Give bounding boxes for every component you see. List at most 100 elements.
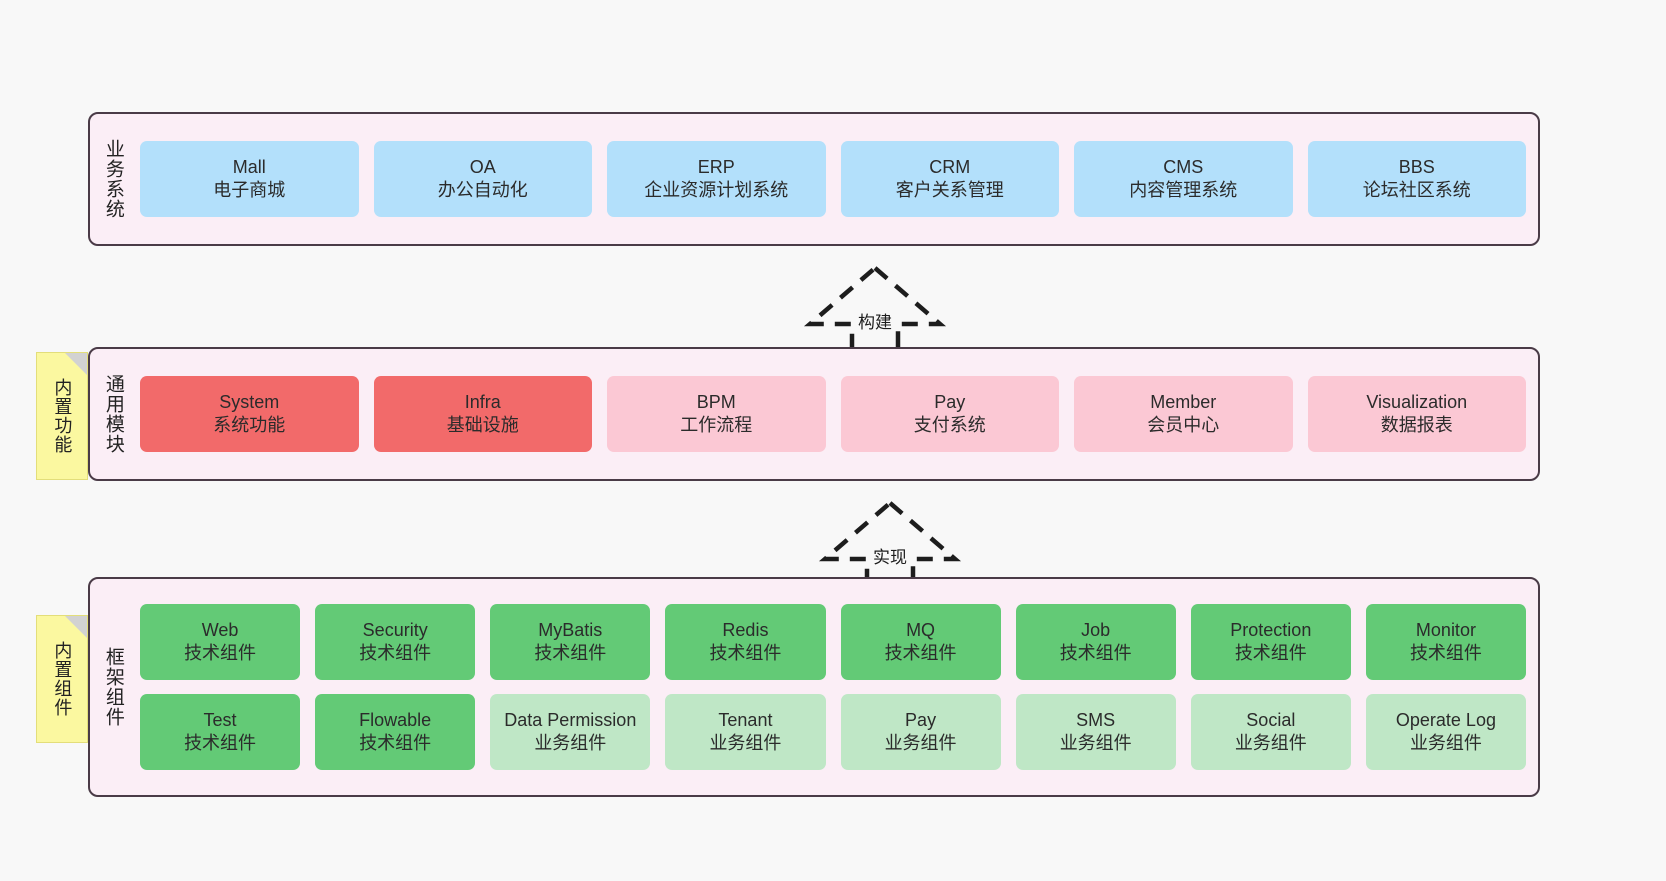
module-desc: 内容管理系统 xyxy=(1129,180,1238,200)
component-box-job[interactable]: Job 技术组件 xyxy=(1015,604,1176,680)
generalization-arrow-icon xyxy=(818,500,962,596)
module-box-oa[interactable]: OA 办公自动化 xyxy=(373,141,592,217)
module-desc: 电子商城 xyxy=(213,180,286,200)
component-desc: 技术组件 xyxy=(184,733,257,753)
module-name: Mall xyxy=(232,157,266,178)
component-box-mybatis[interactable]: MyBatis 技术组件 xyxy=(490,604,651,680)
module-name: System xyxy=(219,392,280,413)
component-box-tenant[interactable]: Tenant 业务组件 xyxy=(665,694,826,770)
module-desc: 工作流程 xyxy=(680,415,753,435)
module-desc: 论坛社区系统 xyxy=(1362,180,1471,200)
module-name: ERP xyxy=(697,157,735,178)
layer-common-module: 通用模块 System 系统功能 Infra 基础设施 BPM 工作流程 xyxy=(88,347,1540,481)
component-box-test[interactable]: Test 技术组件 xyxy=(140,694,301,770)
component-row-business: Test 技术组件 Flowable 技术组件 Data Permission … xyxy=(140,694,1526,770)
note-fold-icon xyxy=(65,616,87,638)
module-desc: 会员中心 xyxy=(1147,415,1220,435)
component-name: Security xyxy=(362,620,428,641)
component-desc: 技术组件 xyxy=(359,643,432,663)
module-row: System 系统功能 Infra 基础设施 BPM 工作流程 Pay 支付系统 xyxy=(140,376,1526,452)
module-name: Pay xyxy=(934,392,966,413)
module-desc: 支付系统 xyxy=(913,415,986,435)
component-desc: 技术组件 xyxy=(184,643,257,663)
component-box-protection[interactable]: Protection 技术组件 xyxy=(1190,604,1351,680)
module-box-visualization[interactable]: Visualization 数据报表 xyxy=(1307,376,1526,452)
module-name: Member xyxy=(1150,392,1217,413)
component-name: Tenant xyxy=(718,710,773,731)
component-box-flowable[interactable]: Flowable 技术组件 xyxy=(315,694,476,770)
layer-title-framework-component: 框架组件 xyxy=(102,647,124,727)
note-builtin-function: 内置功能 xyxy=(36,352,88,480)
component-name: MQ xyxy=(906,620,936,641)
module-box-erp[interactable]: ERP 企业资源计划系统 xyxy=(607,141,826,217)
component-name: Web xyxy=(201,620,239,641)
component-name: Monitor xyxy=(1415,620,1476,641)
component-desc: 业务组件 xyxy=(709,733,782,753)
module-desc: 办公自动化 xyxy=(437,180,528,200)
note-builtin-component: 内置组件 xyxy=(36,615,88,743)
component-desc: 业务组件 xyxy=(1234,733,1307,753)
generalization-arrow-icon xyxy=(803,265,947,361)
module-box-cms[interactable]: CMS 内容管理系统 xyxy=(1074,141,1293,217)
module-box-bbs[interactable]: BBS 论坛社区系统 xyxy=(1307,141,1526,217)
connector-label-implement: 实现 xyxy=(873,548,907,567)
module-box-crm[interactable]: CRM 客户关系管理 xyxy=(840,141,1059,217)
module-desc: 基础设施 xyxy=(446,415,519,435)
component-box-monitor[interactable]: Monitor 技术组件 xyxy=(1365,604,1526,680)
component-box-operate-log[interactable]: Operate Log 业务组件 xyxy=(1365,694,1526,770)
module-box-system[interactable]: System 系统功能 xyxy=(140,376,359,452)
module-name: Visualization xyxy=(1366,392,1468,413)
module-name: CMS xyxy=(1163,157,1204,178)
module-name: CRM xyxy=(929,157,971,178)
module-box-pay[interactable]: Pay 支付系统 xyxy=(840,376,1059,452)
component-box-social[interactable]: Social 业务组件 xyxy=(1190,694,1351,770)
component-name: Redis xyxy=(722,620,769,641)
component-name: Flowable xyxy=(359,710,432,731)
layer-body-business-system: Mall 电子商城 OA 办公自动化 ERP 企业资源计划系统 CRM 客户关系… xyxy=(136,114,1538,244)
layer-body-framework-component: Web 技术组件 Security 技术组件 MyBatis 技术组件 Redi… xyxy=(136,579,1538,795)
layer-rows-framework-component: Web 技术组件 Security 技术组件 MyBatis 技术组件 Redi… xyxy=(140,604,1526,770)
component-name: Operate Log xyxy=(1395,710,1496,731)
component-name: Job xyxy=(1081,620,1111,641)
component-desc: 业务组件 xyxy=(1409,733,1482,753)
layer-body-common-module: System 系统功能 Infra 基础设施 BPM 工作流程 Pay 支付系统 xyxy=(136,349,1538,479)
component-desc: 业务组件 xyxy=(1059,733,1132,753)
module-box-mall[interactable]: Mall 电子商城 xyxy=(140,141,359,217)
component-desc: 技术组件 xyxy=(1409,643,1482,663)
component-name: MyBatis xyxy=(538,620,603,641)
component-name: Social xyxy=(1246,710,1296,731)
module-box-infra[interactable]: Infra 基础设施 xyxy=(373,376,592,452)
component-desc: 技术组件 xyxy=(359,733,432,753)
note-fold-icon xyxy=(65,353,87,375)
component-box-data-permission[interactable]: Data Permission 业务组件 xyxy=(490,694,651,770)
layer-title-business-system: 业务系统 xyxy=(102,139,124,219)
component-desc: 技术组件 xyxy=(884,643,957,663)
connector-label-build: 构建 xyxy=(858,313,892,332)
module-name: Infra xyxy=(464,392,501,413)
layer-title-common-module: 通用模块 xyxy=(102,374,124,454)
component-desc: 业务组件 xyxy=(884,733,957,753)
component-row-technical: Web 技术组件 Security 技术组件 MyBatis 技术组件 Redi… xyxy=(140,604,1526,680)
module-desc: 企业资源计划系统 xyxy=(644,180,789,200)
module-box-member[interactable]: Member 会员中心 xyxy=(1074,376,1293,452)
component-box-sms[interactable]: SMS 业务组件 xyxy=(1015,694,1176,770)
module-desc: 系统功能 xyxy=(213,415,286,435)
layer-rows-business-system: Mall 电子商城 OA 办公自动化 ERP 企业资源计划系统 CRM 客户关系… xyxy=(140,141,1526,217)
component-name: Protection xyxy=(1230,620,1312,641)
module-row: Mall 电子商城 OA 办公自动化 ERP 企业资源计划系统 CRM 客户关系… xyxy=(140,141,1526,217)
component-name: Data Permission xyxy=(504,710,637,731)
note-label: 内置功能 xyxy=(52,378,73,454)
component-box-web[interactable]: Web 技术组件 xyxy=(140,604,301,680)
module-desc: 客户关系管理 xyxy=(895,180,1004,200)
note-label: 内置组件 xyxy=(52,641,73,717)
module-name: OA xyxy=(469,157,496,178)
component-box-redis[interactable]: Redis 技术组件 xyxy=(665,604,826,680)
component-box-mq[interactable]: MQ 技术组件 xyxy=(840,604,1001,680)
component-name: Pay xyxy=(905,710,937,731)
component-box-security[interactable]: Security 技术组件 xyxy=(315,604,476,680)
component-desc: 技术组件 xyxy=(709,643,782,663)
module-box-bpm[interactable]: BPM 工作流程 xyxy=(607,376,826,452)
module-name: BPM xyxy=(696,392,736,413)
component-box-pay[interactable]: Pay 业务组件 xyxy=(840,694,1001,770)
component-name: Test xyxy=(203,710,237,731)
